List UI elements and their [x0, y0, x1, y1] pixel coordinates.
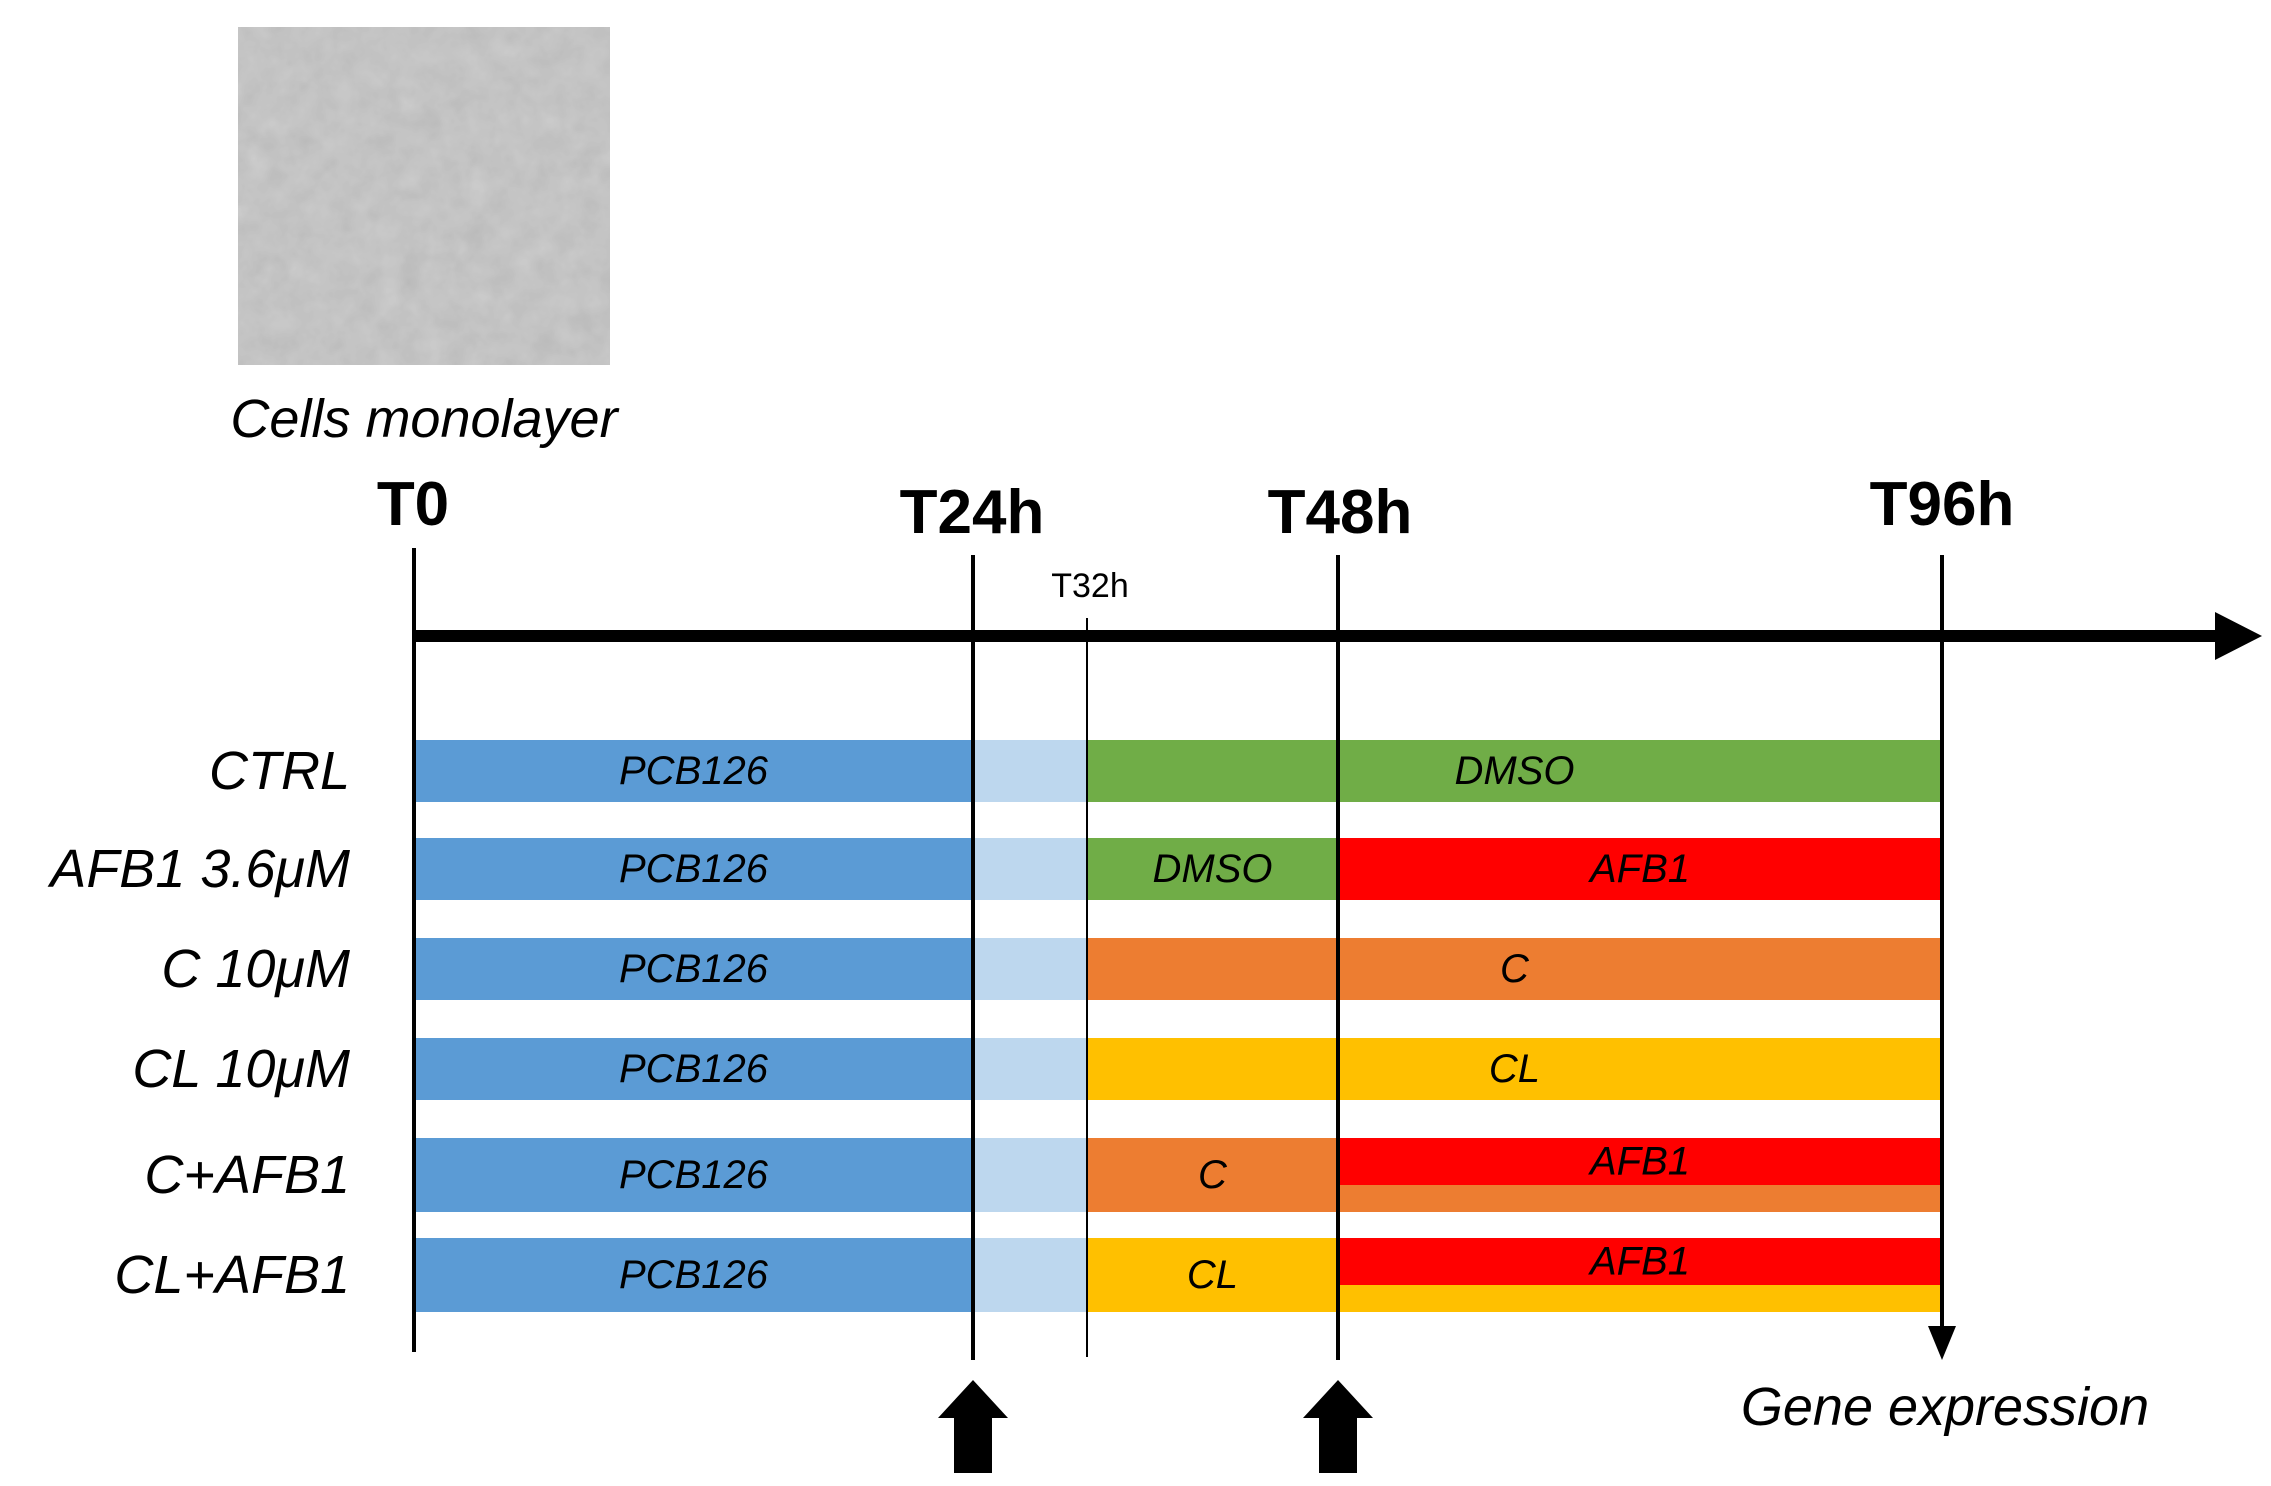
treatment-bar-segment — [414, 1238, 973, 1312]
treatment-bar-label: AFB1 — [1588, 1140, 1690, 1184]
treatment-bar-segment — [1087, 1038, 1338, 1100]
treatment-arrow-t48-icon — [1303, 1380, 1373, 1473]
treatment-bar-segment — [1338, 1238, 1942, 1285]
cells-monolayer-image — [238, 27, 610, 365]
treatment-bar-segment — [973, 1238, 1087, 1312]
timepoint-label-t0: T0 — [377, 470, 449, 539]
row-label: CTRL — [209, 741, 350, 801]
row-label: AFB1 3.6μM — [47, 839, 350, 899]
treatment-bar-label: C — [1500, 947, 1530, 991]
row-label: CL+AFB1 — [114, 1245, 350, 1305]
treatment-bar-segment — [1338, 838, 1942, 900]
treatment-bar-segment — [1338, 938, 1942, 1000]
treatment-bar-segment — [414, 1038, 973, 1100]
treatment-arrow-t24-icon — [938, 1380, 1008, 1473]
timepoint-label-t24: T24h — [900, 478, 1045, 547]
treatment-bar-segment — [1338, 740, 1942, 802]
treatment-bar-label: CL — [1187, 1253, 1238, 1297]
timepoint-label-t32: T32h — [1051, 567, 1129, 605]
treatment-bar-segment — [414, 740, 973, 802]
treatment-bar-label: AFB1 — [1588, 847, 1690, 891]
treatment-bar-segment — [1087, 1138, 1338, 1212]
treatment-bar-segment — [973, 1138, 1087, 1212]
treatment-bar-label: PCB126 — [619, 749, 769, 793]
treatment-bar-segment — [973, 938, 1087, 1000]
timeline-axis — [414, 612, 2262, 660]
timepoint-label-t48: T48h — [1268, 478, 1413, 547]
treatment-bar-segment — [1087, 1238, 1338, 1312]
treatment-bar-label: C — [1198, 1153, 1228, 1197]
timepoint-label-t96: T96h — [1870, 470, 2015, 539]
treatment-bar-label: AFB1 — [1588, 1240, 1690, 1284]
treatment-row: C+AFB1 PCB126 C AFB1 — [144, 1138, 1942, 1212]
treatment-bar-label: PCB126 — [619, 947, 769, 991]
treatment-bar-segment — [414, 1138, 973, 1212]
gene-expression-arrowhead — [1928, 1326, 1956, 1360]
treatment-bar-segment — [414, 938, 973, 1000]
treatment-row: CTRL PCB126 DMSO — [209, 740, 1942, 802]
treatment-bar-segment — [973, 1038, 1087, 1100]
treatment-bar-label: PCB126 — [619, 1253, 769, 1297]
treatment-bar-label: PCB126 — [619, 1047, 769, 1091]
treatment-bar-segment — [1087, 838, 1338, 900]
row-label: C 10μM — [161, 939, 350, 999]
treatment-bar-underlay — [1338, 1285, 1942, 1312]
treatment-bar-segment — [1338, 1138, 1942, 1185]
treatment-row: C 10μM PCB126 C — [161, 938, 1942, 1000]
cells-monolayer-caption: Cells monolayer — [230, 389, 619, 449]
treatment-row: AFB1 3.6μM PCB126 DMSO AFB1 — [47, 838, 1942, 900]
treatment-bar-segment — [1087, 938, 1338, 1000]
row-label: C+AFB1 — [144, 1145, 350, 1205]
treatment-bar-segment — [973, 838, 1087, 900]
treatment-bar-label: CL — [1489, 1047, 1540, 1091]
row-label: CL 10μM — [132, 1039, 350, 1099]
treatment-row: CL 10μM PCB126 CL — [132, 1038, 1942, 1100]
treatment-bar-label: DMSO — [1455, 749, 1575, 793]
gene-expression-label: Gene expression — [1741, 1377, 2149, 1437]
treatment-bar-segment — [1338, 1038, 1942, 1100]
treatment-row: CL+AFB1 PCB126 CL AFB1 — [114, 1238, 1942, 1312]
treatment-bar-segment — [973, 740, 1087, 802]
treatment-bar-underlay — [1338, 1185, 1942, 1212]
treatment-bar-label: PCB126 — [619, 847, 769, 891]
treatment-bar-label: DMSO — [1153, 847, 1273, 891]
treatment-bar-segment — [414, 838, 973, 900]
treatment-bar-segment — [1087, 740, 1338, 802]
treatment-bar-label: PCB126 — [619, 1153, 769, 1197]
